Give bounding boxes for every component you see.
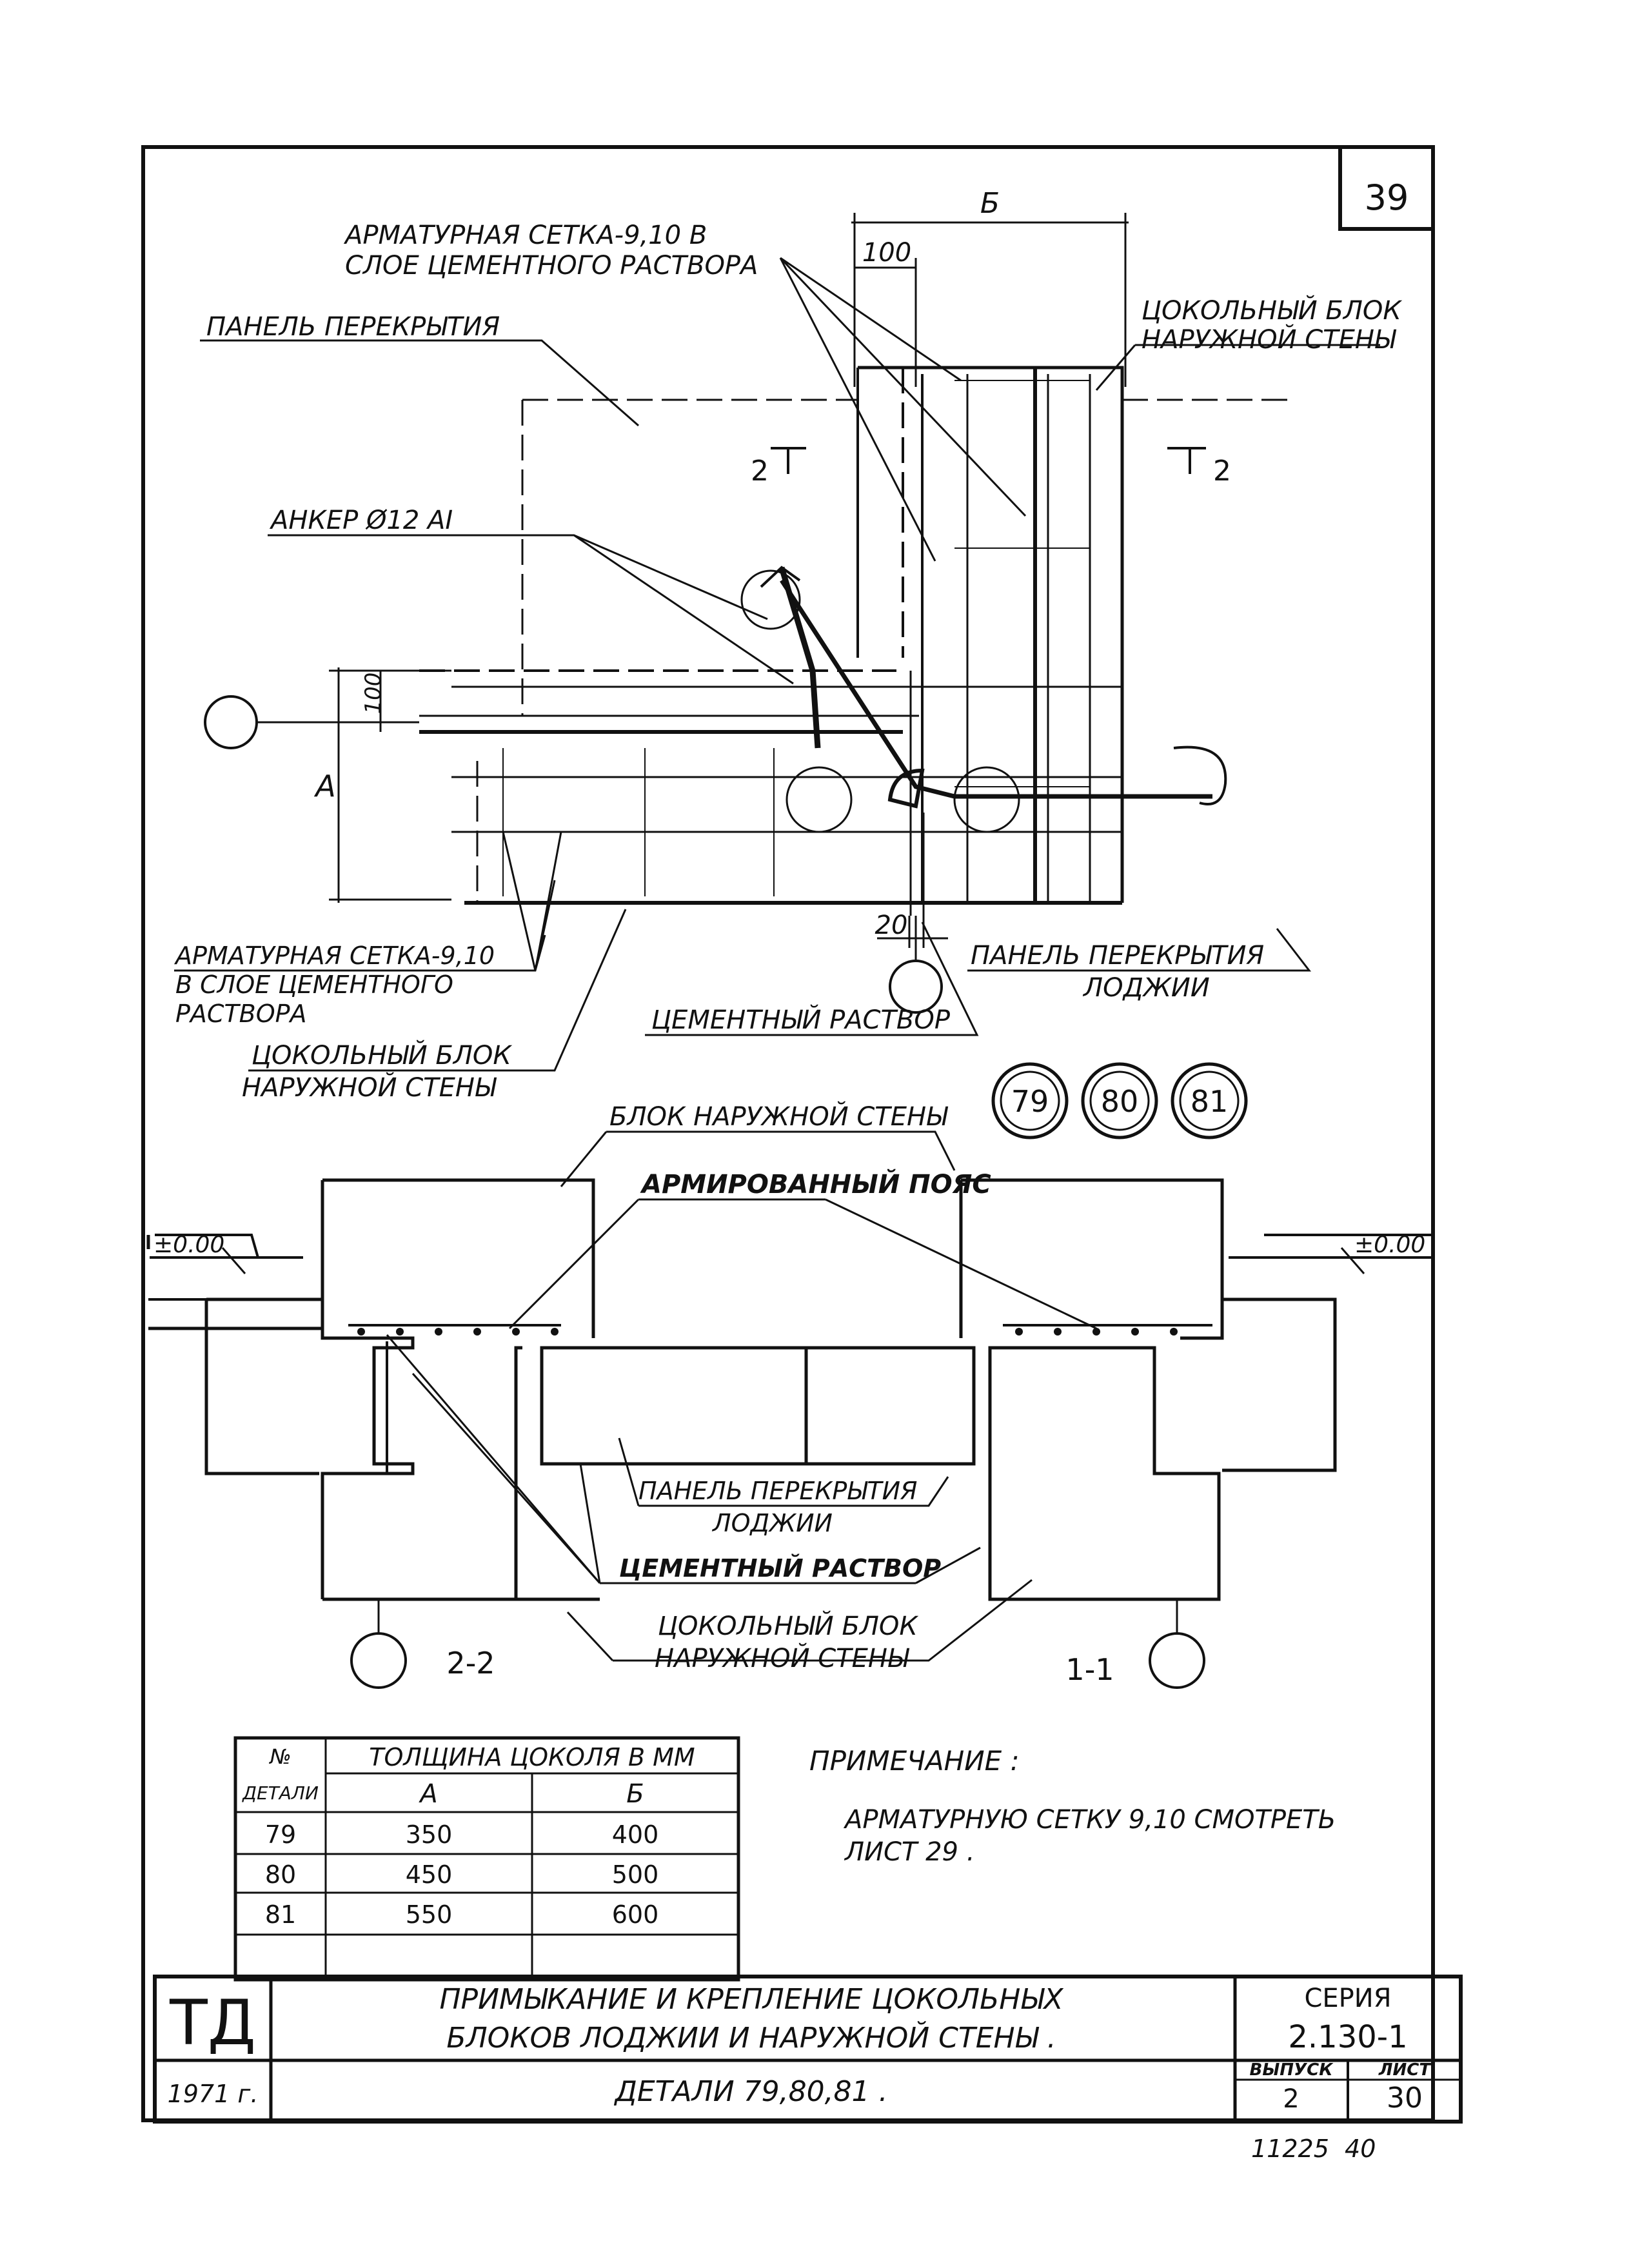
section-2-2-label: 2-2 xyxy=(446,1646,495,1681)
table-col-a: А xyxy=(418,1779,437,1809)
plan-view xyxy=(174,213,1380,1072)
plan-labels: Б 100 А 100 20 2 2 АРМАТУРНАЯ СЕТКА-9,10… xyxy=(173,187,1402,1103)
dimension-a-label: А xyxy=(313,769,335,804)
sheet-label: ЛИСТ xyxy=(1378,2060,1432,2080)
dimension-20-label: 20 xyxy=(875,911,908,940)
anchor-label: АНКЕР Ø12 АI xyxy=(269,506,453,535)
section-labels: БЛОК НАРУЖНОЙ СТЕНЫ АРМИРОВАННЫЙ ПОЯС ±0… xyxy=(153,1101,1425,1687)
title-block-year: 1971 г. xyxy=(168,2080,259,2108)
table-col-b: Б xyxy=(626,1779,644,1809)
title-line1: ПРИМЫКАНИЕ И КРЕПЛЕНИЕ ЦОКОЛЬНЫХ xyxy=(439,1983,1063,2016)
section-mark-right: 2 xyxy=(1213,455,1231,488)
title-block xyxy=(153,1975,1463,2124)
plinth-bottom-label-line1: ЦОКОЛЬНЫЙ БЛОК xyxy=(252,1040,512,1070)
floor-panel-label: ПАНЕЛЬ ПЕРЕКРЫТИЯ xyxy=(206,312,500,342)
table-row-81-a: 550 xyxy=(406,1900,453,1929)
mesh-bottom-label-line2: В СЛОЕ ЦЕМЕНТНОГО xyxy=(175,971,453,999)
table-row-80-b: 500 xyxy=(612,1860,659,1889)
sections-view xyxy=(146,1130,1432,1689)
table-row-79-b: 400 xyxy=(612,1820,659,1849)
table-col-group: ТОЛЩИНА ЦОКОЛЯ В ММ xyxy=(369,1743,695,1771)
section-cement-mortar-label: ЦЕМЕНТНЫЙ РАСТВОР xyxy=(619,1554,941,1583)
detail-marker-79: 79 xyxy=(1011,1084,1049,1119)
table-row-79-no: 79 xyxy=(265,1820,296,1849)
level-right-label: ±0.00 xyxy=(1354,1232,1425,1258)
section-loggia-panel-line2: ЛОДЖИИ xyxy=(711,1509,833,1537)
mesh-top-label-line1: АРМАТУРНАЯ СЕТКА-9,10 В xyxy=(343,221,707,250)
series-label: СЕРИЯ xyxy=(1304,1984,1391,2013)
title-line3: ДЕТАЛИ 79,80,81 . xyxy=(613,2075,887,2108)
section-loggia-panel-line1: ПАНЕЛЬ ПЕРЕКРЫТИЯ xyxy=(638,1477,917,1505)
title-line2: БЛОКОВ ЛОДЖИИ И НАРУЖНОЙ СТЕНЫ . xyxy=(446,2020,1056,2055)
sheet-corner-number: 39 xyxy=(1365,177,1409,218)
section-1-1-label: 1-1 xyxy=(1065,1652,1114,1687)
dimension-b-label: Б xyxy=(980,187,1000,220)
table-row-80-a: 450 xyxy=(406,1860,453,1889)
section-plinth-label-line2: НАРУЖНОЙ СТЕНЫ xyxy=(655,1642,910,1673)
dimension-100-top-label: 100 xyxy=(862,238,911,268)
section-plinth-label-line1: ЦОКОЛЬНЫЙ БЛОК xyxy=(658,1610,918,1641)
mesh-bottom-label-line1: АРМАТУРНАЯ СЕТКА-9,10 xyxy=(173,942,495,970)
archive-number: 11225 40 xyxy=(1251,2135,1376,2163)
detail-marker-80: 80 xyxy=(1101,1084,1139,1119)
note-line1: АРМАТУРНУЮ СЕТКУ 9,10 СМОТРЕТЬ xyxy=(843,1805,1336,1835)
detail-marker-81: 81 xyxy=(1191,1084,1229,1119)
plinth-bottom-label-line2: НАРУЖНОЙ СТЕНЫ xyxy=(242,1072,497,1103)
mesh-bottom-label-line3: РАСТВОРА xyxy=(175,1000,307,1028)
reinforced-belt-label: АРМИРОВАННЫЙ ПОЯС xyxy=(640,1169,991,1199)
level-left-label: ±0.00 xyxy=(153,1232,224,1258)
table-row-79-a: 350 xyxy=(406,1820,453,1849)
series-value: 2.130-1 xyxy=(1288,2019,1407,2055)
note-line2: ЛИСТ 29 . xyxy=(844,1837,974,1867)
mesh-top-label-line2: СЛОЕ ЦЕМЕНТНОГО РАСТВОРА xyxy=(345,251,758,281)
thickness-table xyxy=(233,1736,740,1982)
issue-value: 2 xyxy=(1283,2084,1299,2114)
table-col-no-line2: ДЕТАЛИ xyxy=(241,1782,319,1804)
plinth-outer-label-line1: ЦОКОЛЬНЫЙ БЛОК xyxy=(1142,295,1402,326)
issue-label: ВЫПУСК xyxy=(1250,2060,1334,2080)
detail-markers xyxy=(991,1062,1248,1139)
table-row-80-no: 80 xyxy=(265,1860,296,1889)
table-row-81-b: 600 xyxy=(612,1900,659,1929)
plinth-outer-label-line2: НАРУЖНОЙ СТЕНЫ xyxy=(1142,324,1397,355)
note-title: ПРИМЕЧАНИЕ : xyxy=(809,1745,1020,1777)
title-block-org: ТД xyxy=(169,1987,256,2059)
dimension-100-left-label: 100 xyxy=(361,673,386,715)
sheet-value: 30 xyxy=(1387,2082,1423,2115)
loggia-panel-label-line2: ЛОДЖИИ xyxy=(1082,973,1210,1003)
table-col-no-line1: № xyxy=(268,1744,291,1769)
outer-wall-block-label: БЛОК НАРУЖНОЙ СТЕНЫ xyxy=(609,1101,949,1132)
cement-mortar-label: ЦЕМЕНТНЫЙ РАСТВОР xyxy=(651,1004,951,1035)
section-mark-left: 2 xyxy=(751,455,769,488)
loggia-panel-label-line1: ПАНЕЛЬ ПЕРЕКРЫТИЯ xyxy=(971,941,1264,971)
table-row-81-no: 81 xyxy=(265,1900,296,1929)
